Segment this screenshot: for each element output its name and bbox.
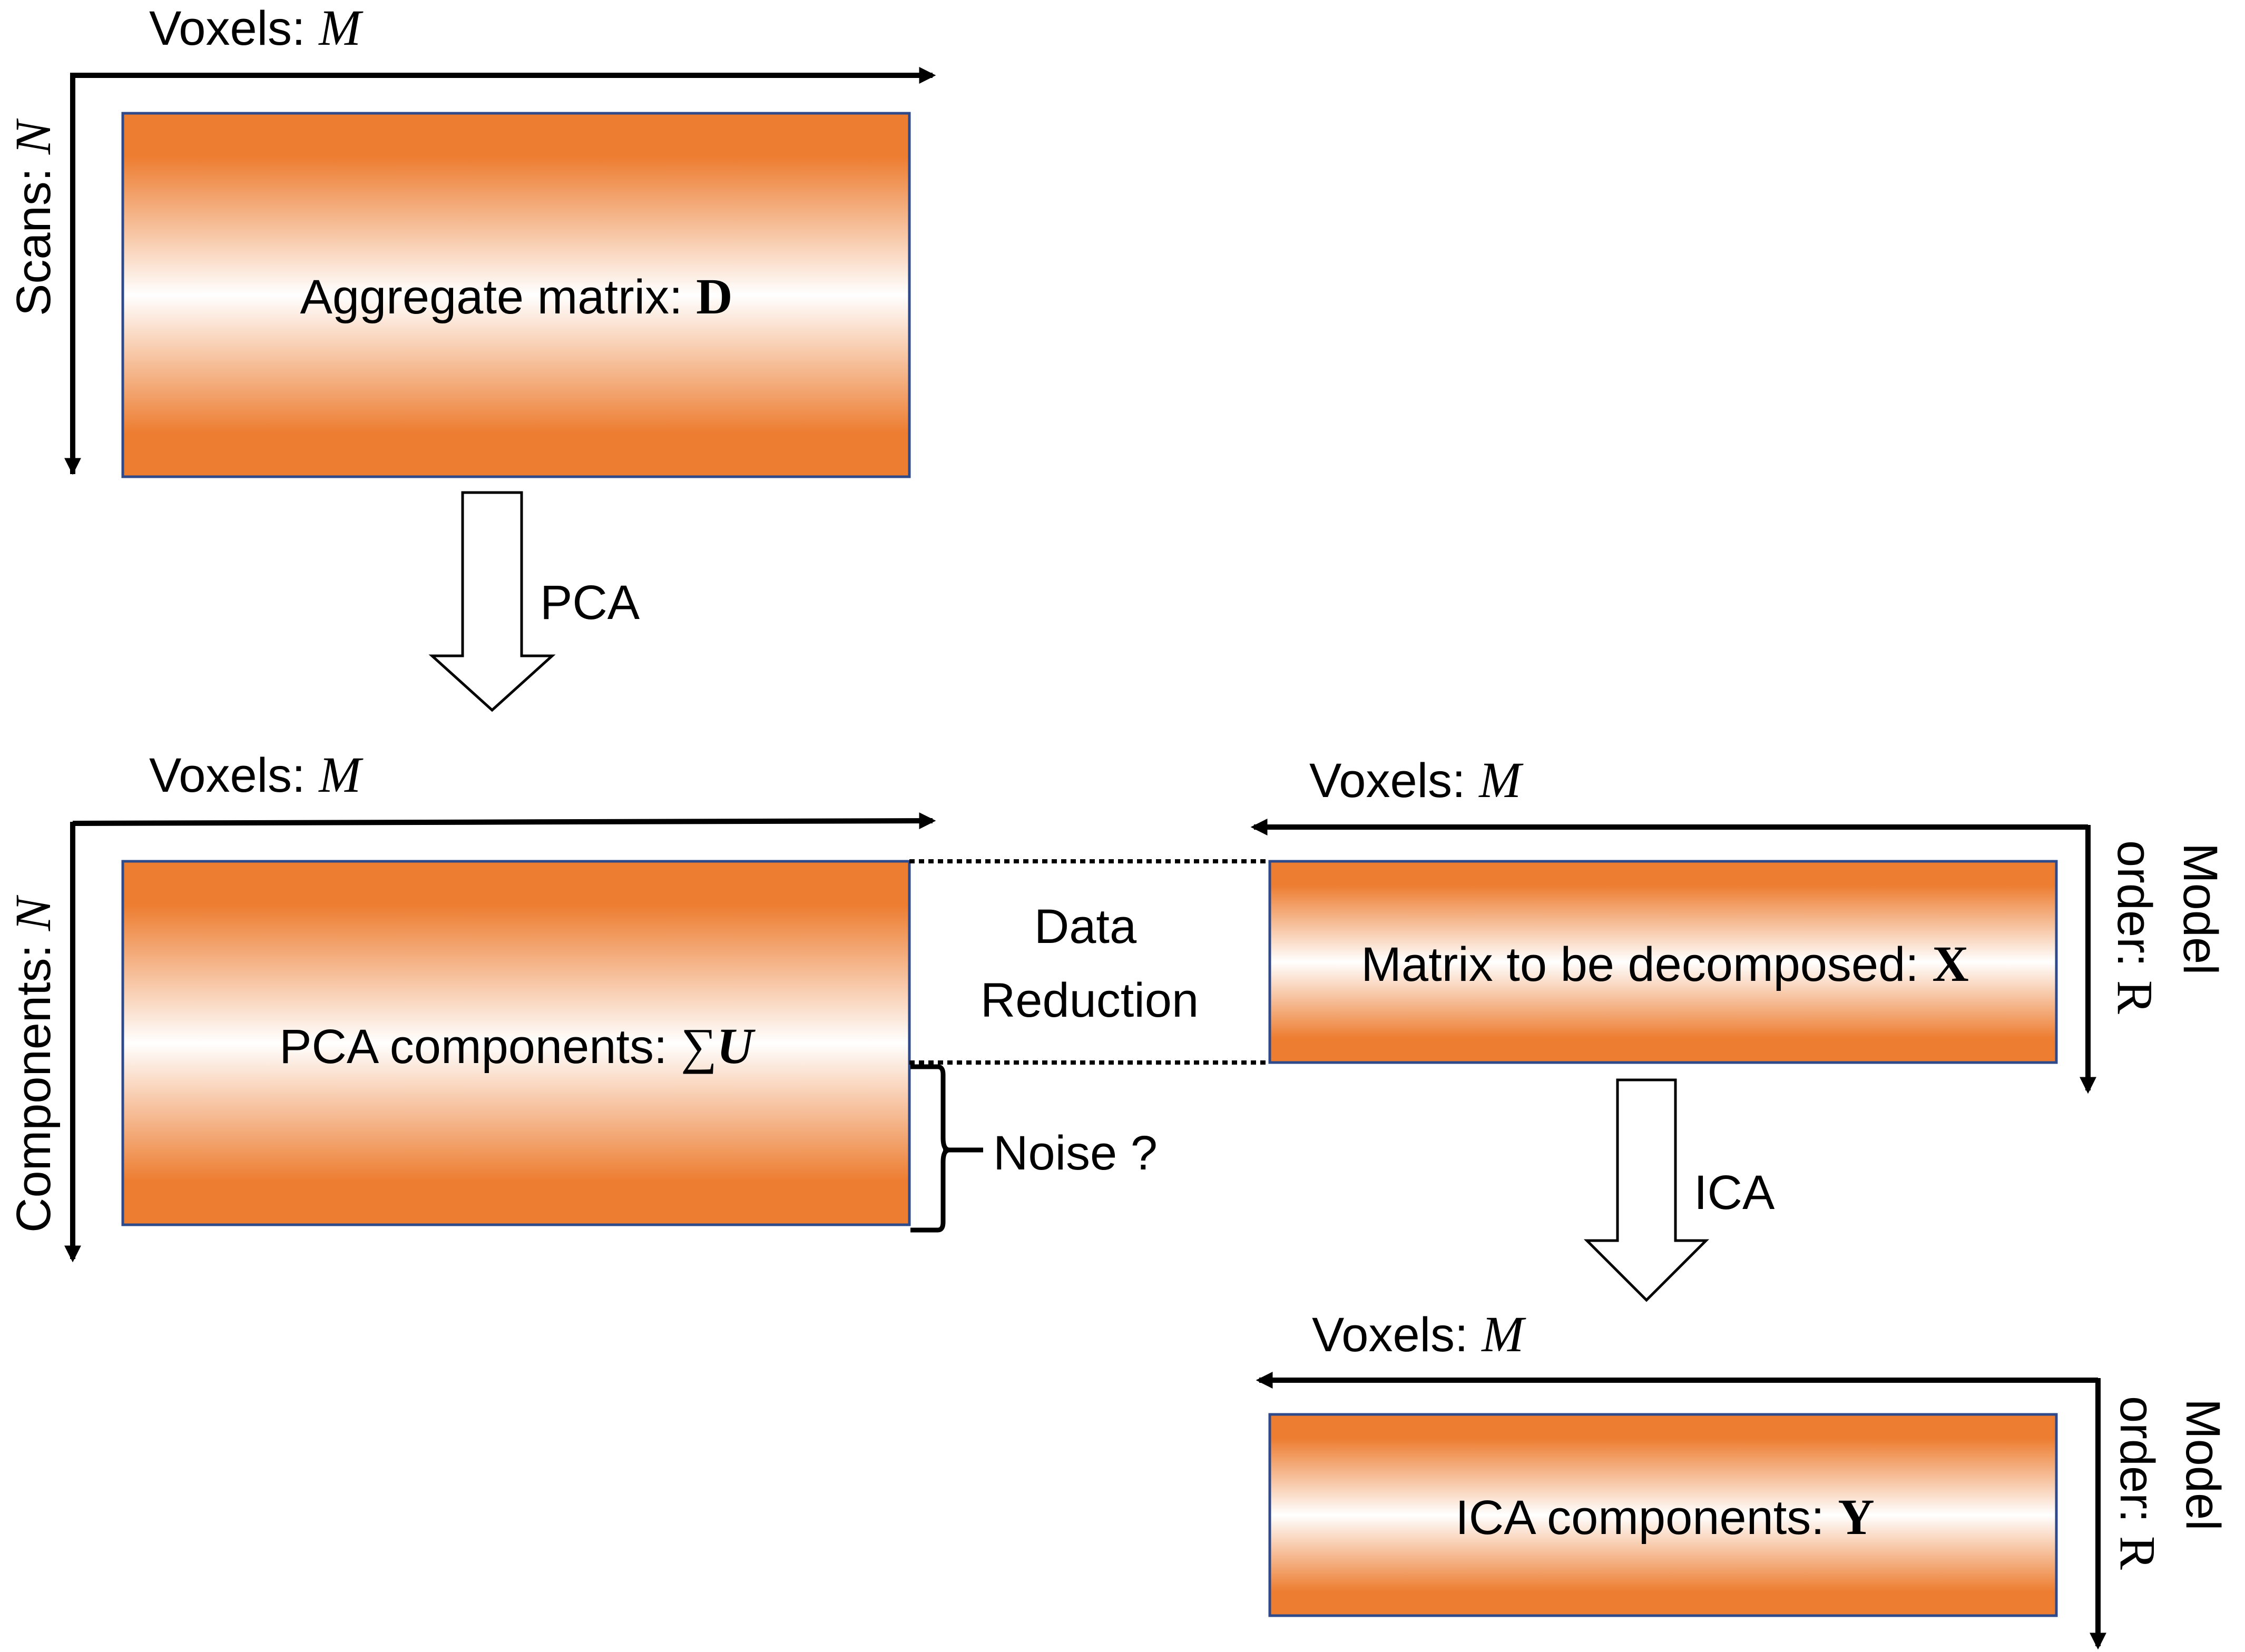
pca-components-box [121, 860, 911, 1226]
ica-components-label: ICA components: Y [1455, 1489, 1875, 1545]
matrix-to-decompose-label: Matrix to be decomposed: X [1361, 936, 1968, 992]
ica-components-box [1268, 1413, 2058, 1617]
pca-step-arrow [428, 491, 556, 712]
y-model-label: Model [2176, 1399, 2230, 1531]
top-scans-label: Scans: N [5, 118, 61, 316]
pca-components-label: PCA components: ∑U [279, 1018, 756, 1074]
y-order-label: order: R [2110, 1396, 2166, 1570]
ica-step-label: ICA [1694, 1166, 1775, 1220]
x-voxels-label: Voxels: M [1309, 752, 1524, 808]
ica-step-arrow [1583, 1078, 1710, 1302]
aggregate-matrix-label: Aggregate matrix: D [300, 268, 732, 324]
matrix-to-decompose-box [1268, 860, 2058, 1064]
aggregate-matrix-box [121, 112, 911, 478]
data-reduction-label-line2: Reduction [981, 974, 1199, 1027]
y-voxels-label: Voxels: M [1312, 1306, 1526, 1362]
x-model-label: Model [2173, 843, 2227, 975]
data-reduction-label-line1: Data [1034, 900, 1137, 953]
mid-components-label: Components: N [5, 894, 61, 1233]
pca-step-label: PCA [540, 576, 640, 630]
mid-voxels-label: Voxels: M [149, 746, 364, 803]
x-order-label: order: R [2107, 840, 2163, 1014]
top-voxels-label: Voxels: M [149, 0, 364, 56]
noise-label: Noise ? [993, 1126, 1158, 1180]
mid-voxels-axis-arrow [72, 812, 936, 830]
